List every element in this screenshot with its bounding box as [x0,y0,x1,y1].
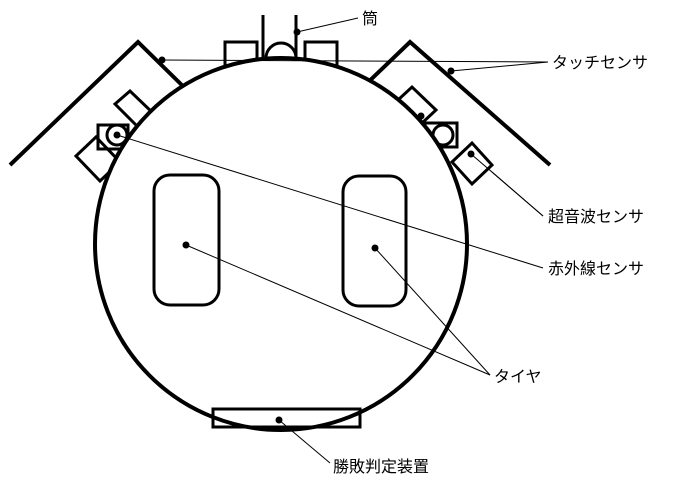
touch-sensor-right [358,39,552,167]
judge-device [211,407,362,429]
label-touch-sensor: タッチセンサ [552,53,648,72]
label-judge-device: 勝敗判定装置 [333,457,429,476]
label-tire: タイヤ [494,367,542,386]
robot-body [93,56,469,432]
right-box-lower [449,140,495,187]
label-infrared-sensor: 赤外線センサ [548,259,644,278]
label-tube: 筒 [362,9,378,28]
tire-right [341,174,408,308]
tire-left [152,173,221,307]
touch-sensor-left [8,39,194,167]
leader-dots [113,28,475,424]
leader-lines [116,17,549,464]
label-ultrasonic-sensor: 超音波センサ [548,207,644,226]
left-infrared-ring [105,123,129,147]
